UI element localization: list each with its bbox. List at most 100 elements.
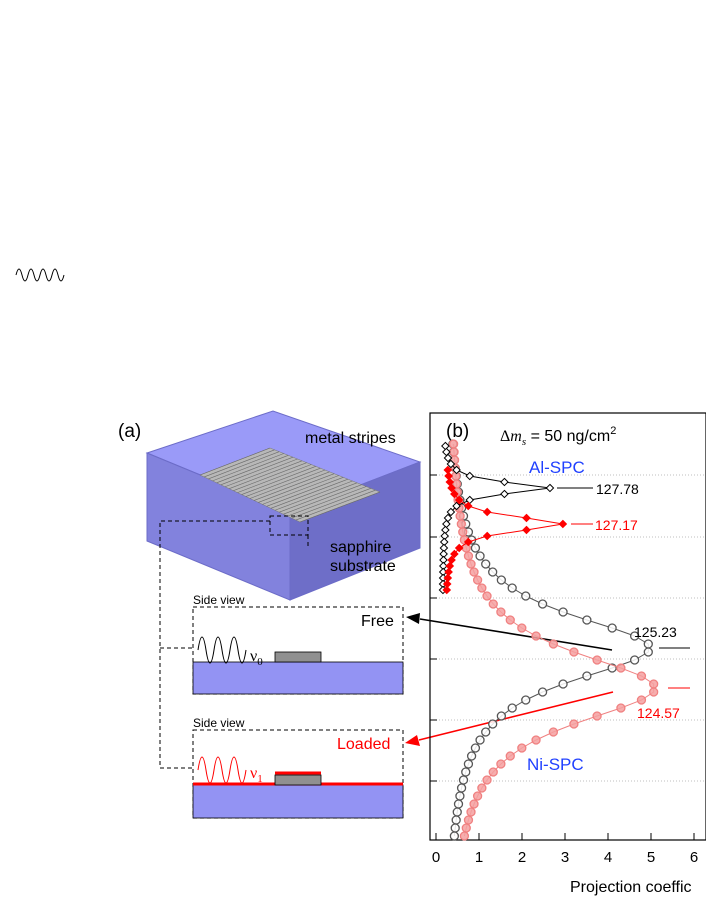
ni-loaded-series-point [505,751,515,761]
ni-loaded-series-point [458,527,468,537]
al-loaded-series-point [482,531,492,541]
ni-free-series-point [629,655,640,665]
ni-loaded-series-point [531,735,541,745]
gridlines [430,474,706,782]
al-loaded-series-point [522,513,531,523]
al-loaded-series-point [522,525,531,535]
al-free-series-point [442,447,451,457]
al-free-series-point [465,471,475,481]
x-tick-label: 2 [518,849,526,866]
al-loaded-series-point [442,585,452,595]
ni-loaded-series-point [472,575,483,585]
al-loaded-series-point [450,549,459,559]
ni-free-series-point [475,735,485,745]
ni-free-series-point [607,623,617,633]
al-loaded-series-point [450,489,459,499]
ni-free-series-point [507,703,517,713]
al-free-series-point [446,459,456,469]
zoom-connector [159,520,270,769]
al-loaded-series-point [558,519,568,529]
al-free-series-point [500,477,509,487]
x-tick-label: 1 [475,849,483,866]
x-tick-label: 3 [561,849,569,866]
plot-frame [429,412,706,841]
ni-loaded-series-point [455,511,465,521]
substrate-slab-loaded [192,784,404,819]
loaded-arrow [405,691,614,746]
substrate-slab-free [192,661,404,695]
nu0-symbol: ν0 [250,648,263,668]
ni-free-series-point [582,671,592,681]
ni-loaded-series-point [531,631,541,641]
ni-free-series-point [521,695,531,705]
side-view-loaded: Side view Loaded ν1 [192,716,404,819]
ni-free-series-point [582,615,592,625]
wave-nu0-icon [197,636,247,664]
ni-free-series-point [558,679,568,689]
ni-free-series-point [521,591,531,601]
ni-loaded-series-point [461,823,471,833]
peak-label-125-23: 125.23 [634,624,677,640]
ni-loaded-series-point [463,815,474,825]
peak-label-124-57: 124.57 [637,705,680,721]
al-loaded-series [442,465,568,595]
ni-free-series-point [475,551,485,561]
ni-free-series-point [470,743,481,753]
ni-loaded-series-point [469,567,479,577]
ni-free-series-point [455,791,465,801]
ni-free-series-point [488,719,498,729]
free-arrow [406,613,613,651]
ni-loaded-series-point [488,599,498,609]
al-free-series-point [500,489,509,499]
ni-loaded-series-point [649,679,659,689]
ni-loaded-series-point [616,703,626,713]
ni-free-series-point [558,607,568,617]
peak-label-127-78: 127.78 [596,481,639,497]
wave-nu1-icon [197,756,247,784]
panel-b-label: (b) [446,421,469,442]
ni-loaded-series-point [616,663,626,673]
x-ticks [435,833,695,840]
al-free-series-point [452,465,461,475]
ni-loaded-series-point [482,775,492,785]
ni-loaded-series-point [459,831,470,841]
panel-a: (a) metal stripes sapphire substrate Sid… [118,410,422,819]
al-loaded-series-point [463,537,473,547]
ni-free-series-point [481,727,491,737]
ni-free-series-point [496,711,507,721]
al-free-series-point [441,441,450,451]
substrate-label-line1: sapphire [330,539,391,556]
ni-loaded-series-point [466,559,476,569]
x-tick-label: 4 [604,849,612,866]
ni-loaded-series-point [496,607,506,617]
ni-spc-label: Ni-SPC [527,755,584,774]
ni-loaded-series-point [636,695,647,705]
al-free-series-point [442,519,451,529]
substrate-label-line2: substrate [330,558,396,575]
data-curves [438,439,659,841]
ni-free-series-point [496,575,507,585]
al-loaded-series-point [463,501,473,511]
ni-loaded-series [448,439,659,841]
ni-loaded-series-point [649,687,659,697]
ni-loaded-series-point [488,767,498,777]
ni-free-series-point [481,559,491,569]
ni-loaded-series-point [517,623,527,633]
ni-free-series-point [629,631,640,641]
x-tick-label: 5 [647,849,655,866]
ni-loaded-series-point [569,719,579,729]
ni-free-series-point [450,823,460,833]
ni-free-series-point [488,567,498,577]
ni-loaded-series-point [482,591,492,601]
ni-free-series-point [458,775,469,785]
x-tick-label: 0 [432,849,440,866]
al-loaded-series-point [454,543,464,553]
ni-loaded-series-point [472,791,483,801]
ni-free-series-point [466,751,477,761]
ni-free-series-point [643,647,653,657]
free-label: Free [361,613,394,630]
metal-stripes-array [199,447,381,523]
x-tick-labels: 0 1 2 3 4 5 6 [432,849,698,866]
ni-loaded-series-point [517,743,527,753]
delta-ms-label: Δms = 50 ng/cm2 [500,425,616,448]
